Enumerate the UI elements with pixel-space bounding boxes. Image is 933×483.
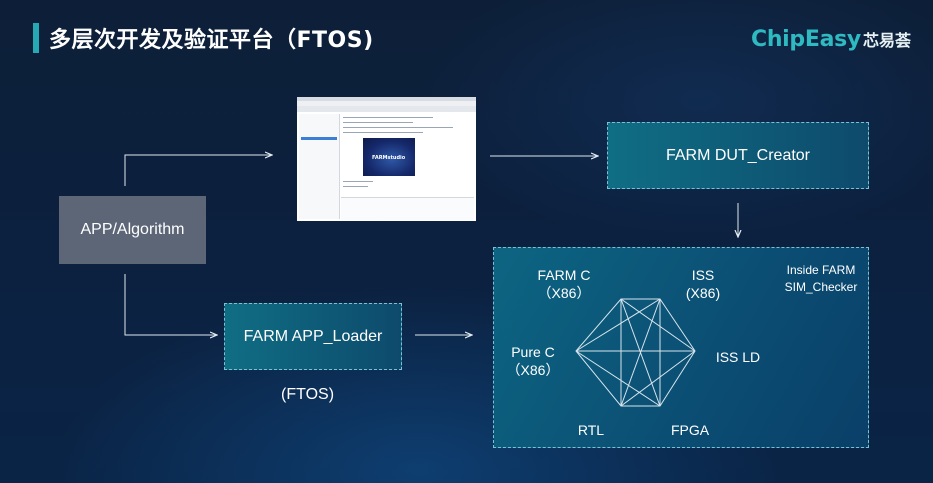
app-algorithm-label: APP/Algorithm: [80, 221, 185, 238]
vertex-fpga: FPGA: [670, 422, 710, 438]
vertex-pure-c-line1: Pure C: [511, 344, 555, 360]
arrow-app-to-loader: [124, 274, 217, 335]
vertex-pure-c: Pure C （X86）: [500, 343, 566, 379]
inside-farm-panel: [493, 247, 869, 448]
brand-logo: ChipEasy 芯易荟: [751, 27, 911, 52]
ide-code-line: [343, 186, 368, 187]
ide-code-line: [343, 181, 373, 182]
vertex-iss-line1: ISS: [691, 267, 715, 283]
ide-splash-text: FARMstudio: [372, 155, 406, 161]
page-title: 多层次开发及验证平台（FTOS): [49, 28, 374, 53]
vertex-farm-c-line2: （X86）: [537, 285, 591, 301]
ide-menu-bar: [297, 101, 476, 106]
app-loader-label: FARM APP_Loader: [243, 327, 383, 345]
ide-splash-image: [363, 138, 415, 176]
ide-screenshot: FARMstudio: [297, 97, 476, 221]
vertex-iss: ISS (X86): [670, 266, 736, 302]
hexagon-diagonal: [620, 298, 661, 407]
dut-creator-label: FARM DUT_Creator: [665, 146, 811, 164]
vertex-pure-c-line2: （X86）: [506, 362, 560, 378]
arrow-app-to-ide: [124, 155, 272, 186]
app-algorithm-box: APP/Algorithm: [59, 196, 206, 264]
ide-tree-selection: [301, 137, 337, 140]
ide-code-line: [343, 132, 423, 133]
logo-chinese-name: 芯易荟: [862, 31, 911, 50]
ide-code-line: [343, 122, 413, 123]
hexagon-diagonal: [620, 298, 696, 352]
ide-title-bar: [297, 97, 476, 101]
vertex-rtl: RTL: [577, 422, 605, 438]
logo-wordmark: ChipEasy: [750, 27, 861, 52]
dut-creator-box: FARM DUT_Creator: [607, 122, 869, 189]
app-loader-box: FARM APP_Loader: [224, 303, 402, 370]
hexagon-diagonal: [620, 350, 696, 407]
vertex-iss-line2: (X86): [685, 285, 721, 301]
inside-farm-caption: Inside FARM SIM_Checker: [780, 262, 862, 296]
vertex-iss-ld: ISS LD: [715, 349, 761, 365]
vertex-farm-c-line1: FARM C: [537, 267, 591, 283]
ide-code-line: [343, 117, 433, 118]
ide-project-tree: [299, 114, 340, 219]
inside-farm-line1: Inside FARM: [786, 263, 856, 277]
ftos-caption: (FTOS): [281, 386, 335, 403]
hexagon-diagonal: [575, 298, 661, 352]
ide-console-panel: [341, 197, 474, 220]
title-accent-bar: [33, 23, 39, 53]
vertex-farm-c: FARM C （X86）: [526, 266, 602, 302]
ide-code-line: [343, 127, 453, 128]
hexagon-diagonal: [575, 350, 661, 407]
inside-farm-line2: SIM_Checker: [784, 280, 858, 294]
ide-toolbar: [297, 106, 476, 112]
